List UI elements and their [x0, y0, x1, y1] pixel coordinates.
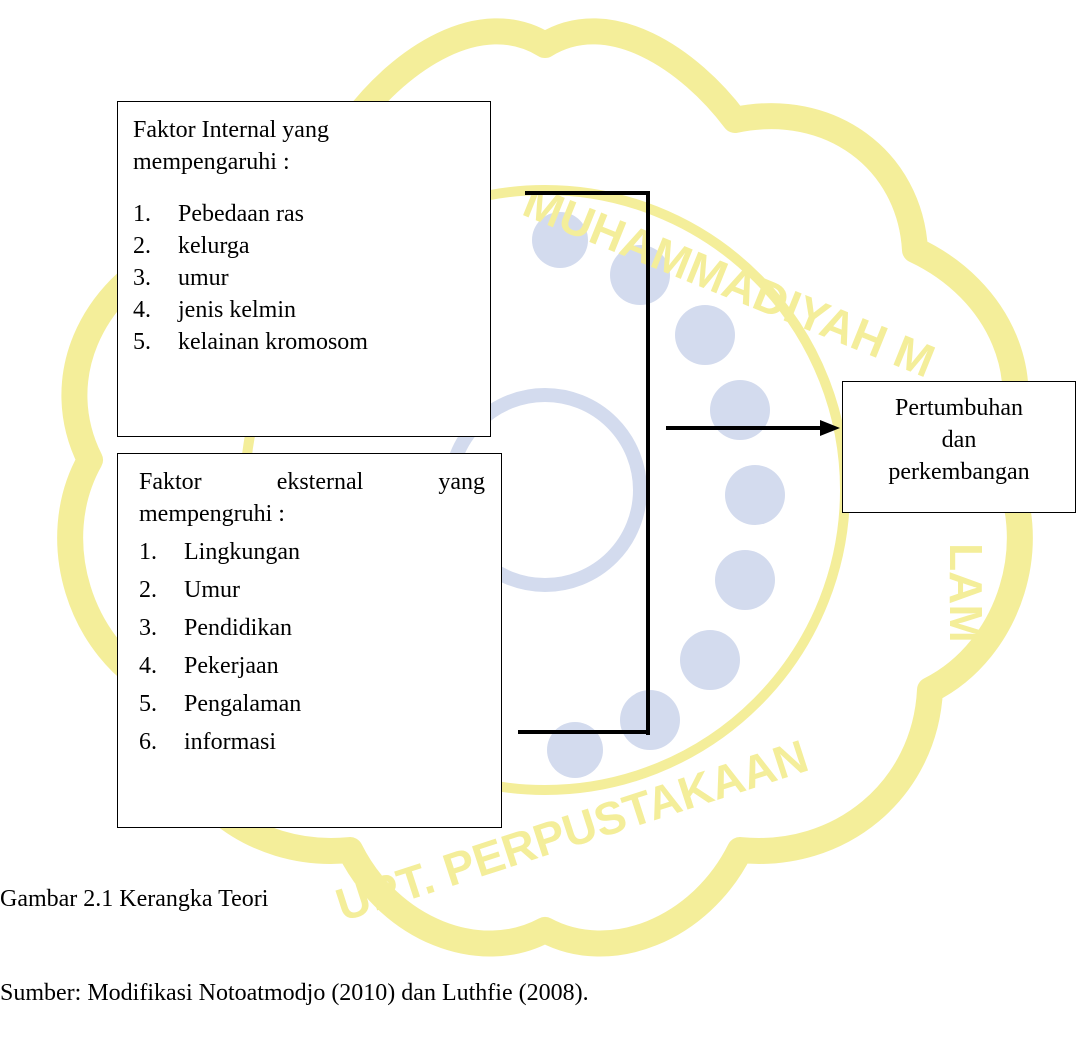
- list-item: 3. umur: [133, 262, 474, 294]
- list-item-label: Pengalaman: [184, 691, 302, 717]
- outcome-box: Pertumbuhan dan perkembangan: [842, 381, 1076, 513]
- figure-source: Sumber: Modifikasi Notoatmodjo (2010) da…: [0, 980, 589, 1006]
- list-item: 5. Pengalaman: [139, 688, 485, 726]
- list-item: 3. Pendidikan: [139, 612, 485, 650]
- list-item: 5. kelainan kromosom: [133, 326, 474, 358]
- list-item-label: informasi: [184, 729, 276, 755]
- external-factors-box: Faktor eksternal yang mempengruhi : 1. Li…: [117, 453, 502, 828]
- list-item: 2. kelurga: [133, 230, 474, 262]
- list-item: 1. Pebedaan ras: [133, 198, 474, 230]
- list-item-number: 1.: [139, 539, 157, 565]
- list-item: 6. informasi: [139, 726, 485, 764]
- list-item-number: 2.: [139, 577, 157, 603]
- list-item-label: kelurga: [178, 233, 250, 259]
- list-item-number: 6.: [139, 729, 157, 755]
- internal-heading-line-2: mempengaruhi :: [133, 149, 290, 175]
- watermark-emblem: [443, 212, 785, 778]
- figure-caption: Gambar 2.1 Kerangka Teori: [0, 886, 269, 912]
- list-item-number: 3.: [139, 615, 157, 641]
- external-heading-line-1: Faktor eksternal yang: [139, 466, 485, 498]
- list-item-label: Lingkungan: [184, 539, 300, 565]
- list-item-number: 2.: [133, 233, 151, 259]
- external-heading-word: Faktor: [139, 469, 202, 495]
- internal-factors-box: Faktor Internal yang mempengaruhi : 1. Pe…: [117, 101, 491, 437]
- internal-heading-line-1: Faktor Internal yang: [133, 117, 329, 143]
- outcome-line-3: perkembangan: [888, 459, 1030, 485]
- list-item-number: 4.: [139, 653, 157, 679]
- internal-factor-list: 1. Pebedaan ras 2. kelurga 3. umur 4. jenis …: [133, 198, 474, 358]
- external-heading-line-2: mempengruhi :: [139, 501, 285, 527]
- list-item-label: umur: [178, 265, 229, 291]
- list-item-label: jenis kelmin: [178, 297, 296, 323]
- list-item-label: Umur: [184, 577, 240, 603]
- arrowhead-icon: [820, 420, 840, 436]
- external-heading-word: eksternal: [276, 469, 364, 495]
- list-item-number: 5.: [133, 329, 151, 355]
- list-item-label: Pekerjaan: [184, 653, 279, 679]
- list-item: 1. Lingkungan: [139, 536, 485, 574]
- outcome-line-2: dan: [941, 427, 977, 453]
- list-item-label: kelainan kromosom: [178, 329, 368, 355]
- external-factor-list: 1. Lingkungan 2. Umur 3. Pendidikan 4. Peker…: [139, 536, 485, 764]
- list-item-number: 4.: [133, 297, 151, 323]
- external-heading-word: yang: [438, 469, 485, 495]
- list-item: 2. Umur: [139, 574, 485, 612]
- list-item-number: 5.: [139, 691, 157, 717]
- list-item: 4. Pekerjaan: [139, 650, 485, 688]
- list-item-number: 1.: [133, 201, 151, 227]
- list-item-label: Pebedaan ras: [178, 201, 304, 227]
- list-item: 4. jenis kelmin: [133, 294, 474, 326]
- list-item-label: Pendidikan: [184, 615, 292, 641]
- watermark-text-right: LAM: [940, 543, 992, 643]
- outcome-line-1: Pertumbuhan: [895, 395, 1023, 421]
- list-item-number: 3.: [133, 265, 151, 291]
